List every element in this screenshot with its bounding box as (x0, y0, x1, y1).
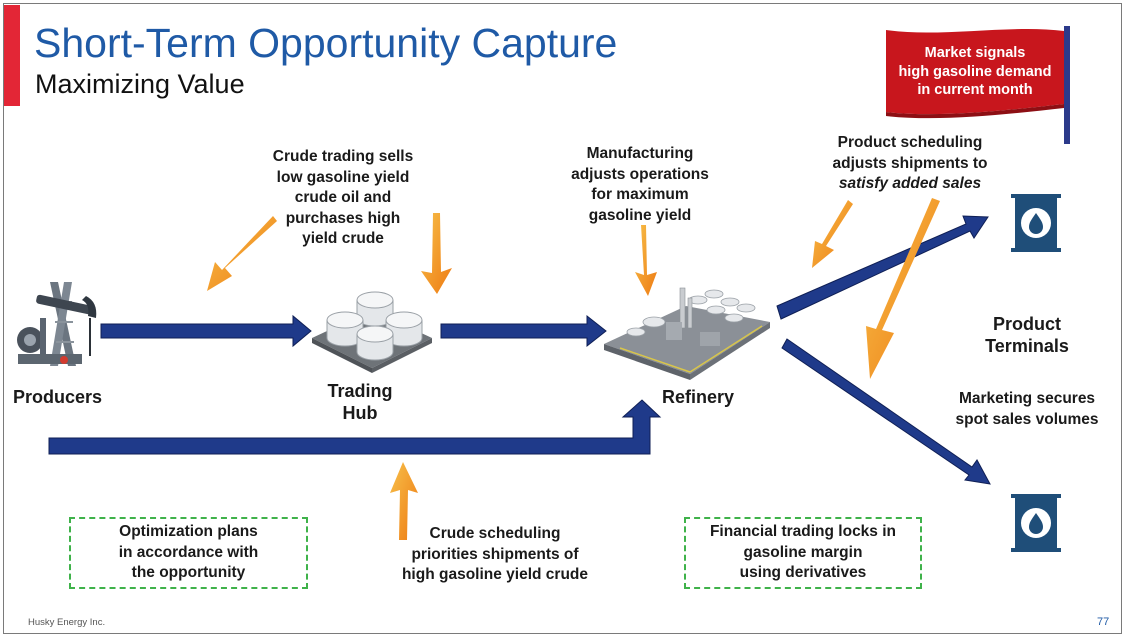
refinery-label: Refinery (662, 387, 735, 407)
flow-arrow-producers-to-refinery (48, 399, 662, 455)
flag-line: high gasoline demand (898, 63, 1052, 80)
callout-arrow-product-scheduling-right (866, 198, 940, 379)
flag-text: Market signals high gasoline demand in c… (887, 44, 1063, 100)
callout-arrow-crude-scheduling (390, 462, 418, 540)
flag-line: Market signals (924, 45, 1026, 61)
flow-arrow-hub-to-refinery (440, 314, 607, 348)
page-subtitle: Maximizing Value (35, 69, 245, 99)
optimization-box: Optimization plans in accordance with th… (69, 517, 308, 589)
flow-arrow-refinery-to-terminal-bottom (781, 338, 991, 485)
market-signal-flag (886, 26, 1070, 144)
oil-pumpjack-icon (17, 282, 97, 366)
page-title: Short-Term Opportunity Capture (34, 20, 618, 66)
flow-arrow-producers-to-hub (100, 314, 312, 348)
flow-arrow-refinery-to-terminal-top (776, 215, 989, 320)
page-number: 77 (1097, 616, 1110, 628)
refinery-plant-icon (604, 287, 770, 380)
manufacturing-callout: Manufacturing adjusts operations for max… (571, 145, 709, 224)
callout-arrow-product-scheduling-left (812, 200, 853, 268)
oil-drum-icon-top (1011, 194, 1061, 252)
crude-scheduling-callout: Crude scheduling priorities shipments of… (401, 525, 589, 583)
producers-label: Producers (13, 387, 103, 407)
financial-trading-box: Financial trading locks in gasoline marg… (684, 517, 922, 589)
callout-arrow-manufacturing (635, 225, 657, 296)
callout-arrow-crude-trading-left (207, 216, 277, 291)
accent-bar (4, 5, 20, 106)
oil-drum-icon-bottom (1011, 494, 1061, 552)
product-terminals-label: Product Terminals (985, 314, 1069, 356)
marketing-callout: Marketing secures spot sales volumes (955, 390, 1099, 428)
product-scheduling-callout: Product scheduling adjusts shipments to … (832, 134, 988, 192)
trading-hub-label: Trading Hub (327, 381, 393, 423)
callout-arrow-crude-trading-right (421, 213, 452, 294)
storage-tanks-icon (312, 291, 432, 373)
footer-company: Husky Energy Inc. (28, 617, 106, 628)
flag-line: in current month (917, 82, 1033, 98)
crude-trading-callout: Crude trading sells low gasoline yield c… (272, 148, 414, 247)
